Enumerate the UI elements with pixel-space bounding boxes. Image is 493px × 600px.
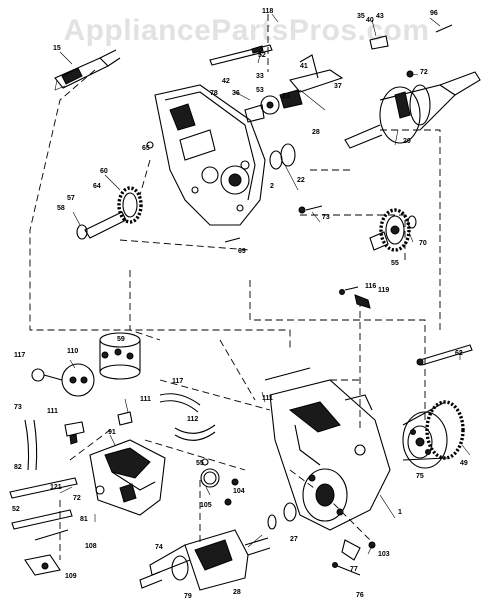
callout-label: 104 <box>233 488 245 495</box>
gear-64 <box>76 186 143 240</box>
callout-label: 72 <box>73 495 81 502</box>
callout-label: 58 <box>57 205 65 212</box>
callout-label: 82 <box>14 464 22 471</box>
callout-label: 33 <box>256 73 264 80</box>
callout-label: 91 <box>108 429 116 436</box>
callout-label: 111 <box>262 395 273 402</box>
callout-label: 117 <box>14 352 25 359</box>
gear-drum-75 <box>402 400 465 469</box>
fittings-112-117 <box>64 411 133 445</box>
callout-label: 43 <box>376 13 384 20</box>
callout-label: 22 <box>297 177 305 184</box>
callout-label: 28 <box>233 589 241 596</box>
callout-label: 42 <box>222 78 230 85</box>
callout-label: 81 <box>80 516 88 523</box>
callout-label: 109 <box>65 573 77 580</box>
callout-label: 73 <box>14 404 22 411</box>
callout-label: 121 <box>50 484 62 491</box>
washers-22 <box>269 143 296 170</box>
callout-label: 1 <box>398 509 402 516</box>
callout-label: 108 <box>85 543 97 550</box>
callout-label: 112 <box>187 416 198 423</box>
callout-label: 76 <box>356 592 364 599</box>
watermark-text: AppliancePartsPros.com <box>63 14 430 47</box>
shifter-77-76 <box>332 539 376 576</box>
shift-lever-cluster <box>244 24 453 123</box>
callout-label: 116 <box>365 283 376 290</box>
callout-label: 52 <box>12 506 20 513</box>
callout-label: 40 <box>366 17 374 24</box>
callout-label: 23 <box>282 93 290 100</box>
callout-label: 110 <box>67 348 78 355</box>
callout-label: 53 <box>256 87 264 94</box>
upper-housing <box>154 84 266 226</box>
pump-housing-91 <box>89 439 166 516</box>
callout-label: 2 <box>270 183 274 190</box>
callout-label: 57 <box>67 195 75 202</box>
callout-label: 119 <box>378 287 389 294</box>
axle-gear-28 <box>139 529 271 591</box>
callout-label: 70 <box>419 240 427 247</box>
callout-label: 37 <box>334 83 342 90</box>
main-housing-1 <box>269 379 391 531</box>
valve-body-110 <box>31 363 95 397</box>
gear-cluster-20 <box>344 71 481 149</box>
bracket-108-109 <box>24 529 69 576</box>
callout-label: 105 <box>200 502 212 509</box>
callout-label: 79 <box>184 593 192 600</box>
callout-label: 41 <box>300 63 308 70</box>
callout-label: 74 <box>155 544 163 551</box>
callout-label: 52 <box>258 52 266 59</box>
callout-label: 49 <box>460 460 468 467</box>
callout-label: 117 <box>172 378 183 385</box>
small-fasteners-upper <box>146 141 371 309</box>
callout-label: 78 <box>210 90 218 97</box>
shaft-40 <box>209 44 273 66</box>
seal-washers-lower <box>200 458 297 530</box>
callout-label: 75 <box>416 473 424 480</box>
callout-label: 118 <box>262 8 273 15</box>
callout-label: 65 <box>142 145 150 152</box>
axle-15 <box>54 49 121 91</box>
callout-label: 35 <box>357 13 365 20</box>
callout-label: 62 <box>455 350 463 357</box>
gear-58 <box>369 208 417 252</box>
callout-label: 111 <box>47 408 58 415</box>
callout-label: 96 <box>430 10 438 17</box>
callout-label: 72 <box>420 69 428 76</box>
bolts-lower-left <box>9 344 473 530</box>
callout-label: 69 <box>238 248 246 255</box>
callout-label: 77 <box>350 566 358 573</box>
hoses-111 <box>24 393 216 471</box>
callout-label: 60 <box>100 168 108 175</box>
callout-label: 36 <box>232 90 240 97</box>
callout-leaders <box>59 13 471 555</box>
callout-label: 64 <box>93 183 101 190</box>
callout-label: 15 <box>53 45 61 52</box>
callout-labels: 118 35 40 43 96 15 52 41 33 37 23 72 42 … <box>12 8 468 600</box>
callout-label: 55 <box>391 260 399 267</box>
callout-label: 73 <box>322 214 330 221</box>
callout-label: 55 <box>196 460 204 467</box>
callout-label: 103 <box>378 551 390 558</box>
filter-59 <box>99 332 141 380</box>
callout-label: 28 <box>312 129 320 136</box>
callout-label: 27 <box>290 536 298 543</box>
callout-label: 111 <box>140 396 151 403</box>
callout-label: 20 <box>403 138 411 145</box>
callout-label: 59 <box>117 336 125 343</box>
